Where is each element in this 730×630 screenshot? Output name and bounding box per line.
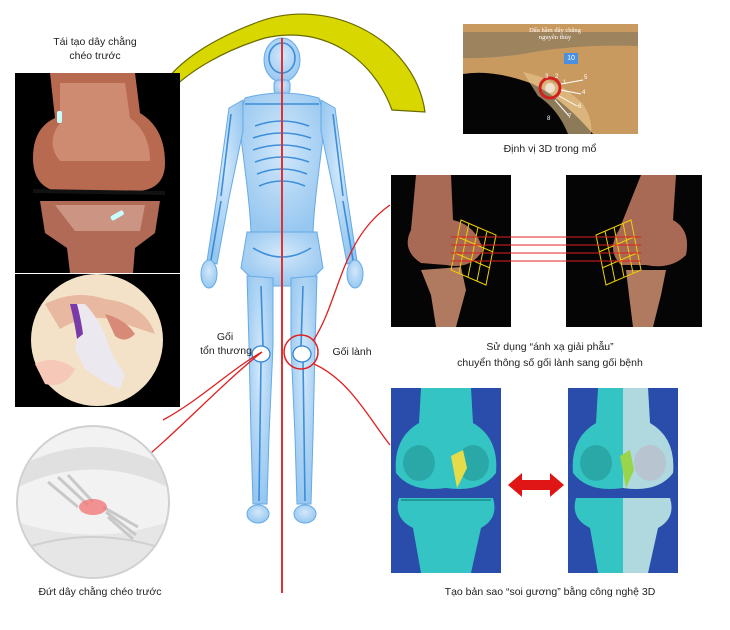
knee-3d-model-mirror — [568, 388, 678, 573]
anatomical-mapping-ct-image — [391, 175, 702, 327]
inset-number: 7 — [568, 114, 572, 120]
inset-number: 4 — [582, 90, 586, 96]
inset-number: 5 — [584, 75, 588, 81]
midline — [281, 38, 283, 593]
injured-knee-label-line1: Gối — [216, 331, 234, 343]
injured-knee-label-line2: tổn thương — [200, 345, 252, 357]
inset-badge: 10 — [564, 53, 578, 64]
tunnel-remnant-label: Dấu hầm dây chằng nguyên thủy — [529, 27, 581, 41]
anatomical-mapping-label-line1: Sử dụng “ánh xạ giải phẫu” — [486, 341, 614, 353]
knee-3d-model-original — [391, 388, 501, 573]
inset-number: 6 — [578, 104, 582, 110]
acl-reconstruction-label: Tái tạo dây chằng chéo trước — [53, 36, 137, 62]
inset-number: 8 — [547, 116, 551, 122]
inset-number: 2 — [555, 74, 559, 80]
mirror-copy-label: Tạo bản sao “soi gương” bằng công nghệ 3… — [444, 586, 656, 598]
inset-number: 3 — [545, 74, 549, 80]
acl-reconstruction-ct-image — [15, 73, 180, 273]
anatomical-mapping-label-line2: chuyển thông số gối lành sang gối bệnh — [457, 357, 643, 369]
intraop-3d-localization-image: Dấu hầm dây chằng nguyên thủy 10 3 2 1 5… — [463, 24, 638, 134]
acl-tear-illustration — [16, 425, 170, 579]
intraop-3d-localization-label: Định vị 3D trong mổ — [503, 143, 597, 155]
mirror-double-arrow — [508, 473, 564, 497]
inset-number: 1 — [563, 80, 567, 86]
healthy-knee-label: Gối lành — [332, 346, 372, 358]
arthroscopy-image — [15, 274, 180, 407]
acl-tear-label: Đứt dây chằng chéo trước — [38, 586, 162, 598]
